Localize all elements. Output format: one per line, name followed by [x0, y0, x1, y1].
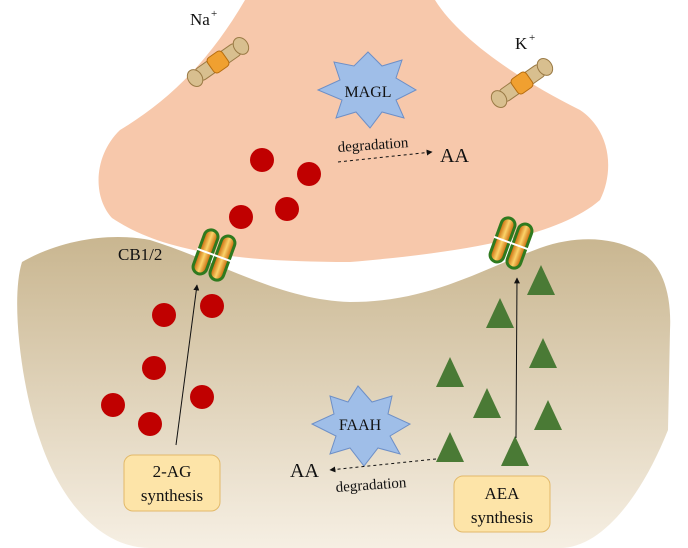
degradation-label-top: degradation [337, 135, 409, 156]
ag-molecule [190, 385, 214, 409]
aea-molecule [486, 298, 514, 328]
degradation-label-bottom: degradation [335, 475, 407, 496]
ag-molecule [152, 303, 176, 327]
ag-molecules-postsynaptic [101, 294, 224, 436]
ag-molecule [101, 393, 125, 417]
k-label: K [515, 34, 528, 53]
magl-label: MAGL [344, 84, 391, 101]
degradation-arrow-top [337, 149, 433, 163]
aea-molecule [534, 400, 562, 430]
cb-receptor-right-icon [488, 216, 534, 270]
synthesis-aea-box [453, 475, 551, 533]
magl-starburst-icon [316, 51, 418, 129]
synthesis-aea-line2: synthesis [471, 508, 533, 527]
aea-transport-arrow [513, 277, 520, 439]
cb-receptor-left-icon [191, 228, 237, 282]
ag-molecule [142, 356, 166, 380]
aea-molecules [436, 265, 562, 466]
aea-molecule [436, 357, 464, 387]
ag-molecule [138, 412, 162, 436]
ag-molecule [229, 205, 253, 229]
synthesis-2ag-box [123, 454, 221, 512]
synthesis-2ag-line1: 2-AG [153, 462, 192, 481]
k-charge-label: + [529, 32, 535, 44]
aa-label-bottom: AA [290, 460, 319, 482]
receptor-label: CB1/2 [118, 245, 162, 264]
aea-molecule [527, 265, 555, 295]
ag-transport-arrow [175, 284, 200, 446]
ag-molecule [200, 294, 224, 318]
aea-molecule [501, 436, 529, 466]
aa-label-top: AA [440, 145, 469, 167]
aea-molecule [473, 388, 501, 418]
na-label: Na [190, 10, 210, 29]
na-charge-label: + [211, 8, 217, 20]
ag-molecule [275, 197, 299, 221]
na-channel-icon [186, 37, 250, 87]
aea-molecule [529, 338, 557, 368]
synthesis-aea-line1: AEA [485, 484, 521, 503]
ag-molecule [297, 162, 321, 186]
ag-molecules-presynaptic [229, 148, 321, 229]
faah-label: FAAH [339, 417, 382, 434]
postsynaptic-terminal [17, 236, 671, 548]
synthesis-2ag-line2: synthesis [141, 486, 203, 505]
aea-molecule [436, 432, 464, 462]
k-channel-icon [490, 58, 554, 108]
ag-molecule [250, 148, 274, 172]
